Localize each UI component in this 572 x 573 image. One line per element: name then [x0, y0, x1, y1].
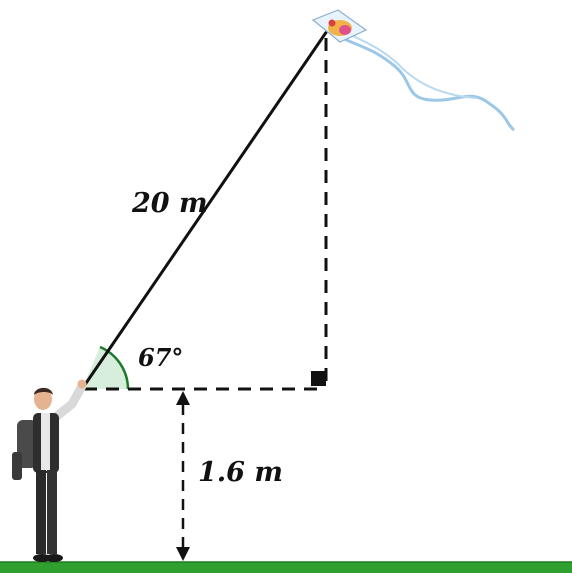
angle-label: 67°: [138, 343, 183, 372]
right-angle-marker-icon: [311, 371, 326, 386]
kite-icon: [311, 9, 515, 132]
height-dimension-arrow: [176, 391, 190, 561]
angle-wedge: [82, 347, 128, 389]
kite-string: [80, 30, 329, 390]
person-with-backpack-icon: [12, 379, 87, 562]
ground: [0, 562, 572, 573]
height-label: 1.6 m: [198, 457, 283, 488]
angle-arc: [99, 345, 130, 390]
string-length-label: 20 m: [131, 188, 208, 219]
